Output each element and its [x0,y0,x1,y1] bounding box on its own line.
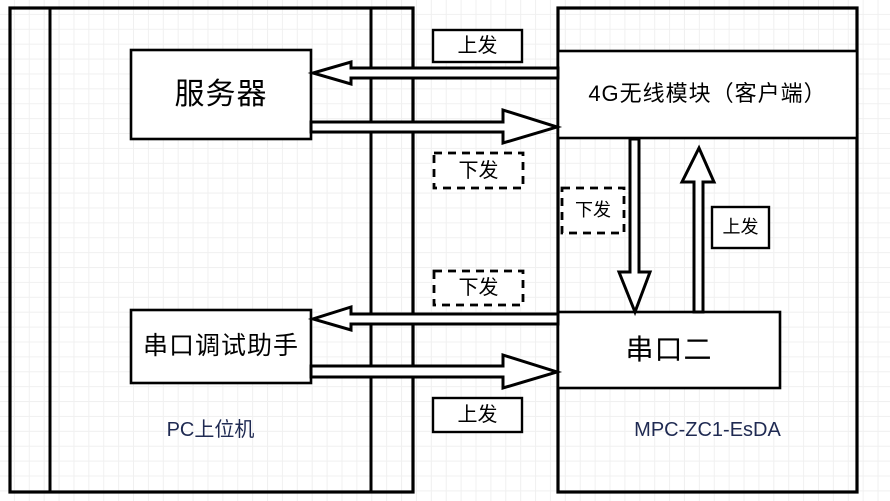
arrow-4g-to-server [307,60,560,86]
arrow-serial-two-to-helper [307,304,560,332]
node-label-server: 服务器 [174,78,268,111]
tag-label-up-bottom: 上发 [457,404,498,426]
tag-label-up-top: 上发 [457,35,498,57]
arrow-server-to-4g [309,107,563,146]
tag-label-down-bottom: 下发 [458,277,499,299]
group-label-pc-host: PC上位机 [166,419,255,441]
node-box-module-4g[interactable] [556,49,859,140]
tag-label-down-top: 下发 [458,159,499,182]
tag-box-down-mid [560,186,626,235]
node-box-serial-helper[interactable] [129,308,313,385]
node-label-serial-two: 串口二 [625,333,713,365]
tag-box-up-bottom [431,396,524,434]
arrow-4g-to-serial-two [616,137,653,317]
tag-label-up-mid: 上发 [722,216,759,237]
tag-label-down-mid: 下发 [575,199,611,220]
tag-box-down-bottom [432,269,525,307]
group-container-mpc-device [556,6,859,494]
node-label-module-4g: 4G无线模块（客户端） [588,81,827,107]
tag-box-up-mid [710,205,771,250]
node-box-server[interactable] [129,48,313,141]
node-label-serial-helper: 串口调试助手 [142,331,299,360]
group-label-mpc-device: MPC-ZC1-EsDA [634,419,781,441]
tag-box-up-top [431,28,524,64]
tag-box-down-top [432,151,525,190]
arrow-serial-two-to-4g [679,144,717,314]
arrow-helper-to-serial-two [309,352,563,391]
node-box-serial-two[interactable] [556,310,782,390]
group-container-pc-host [8,6,415,494]
